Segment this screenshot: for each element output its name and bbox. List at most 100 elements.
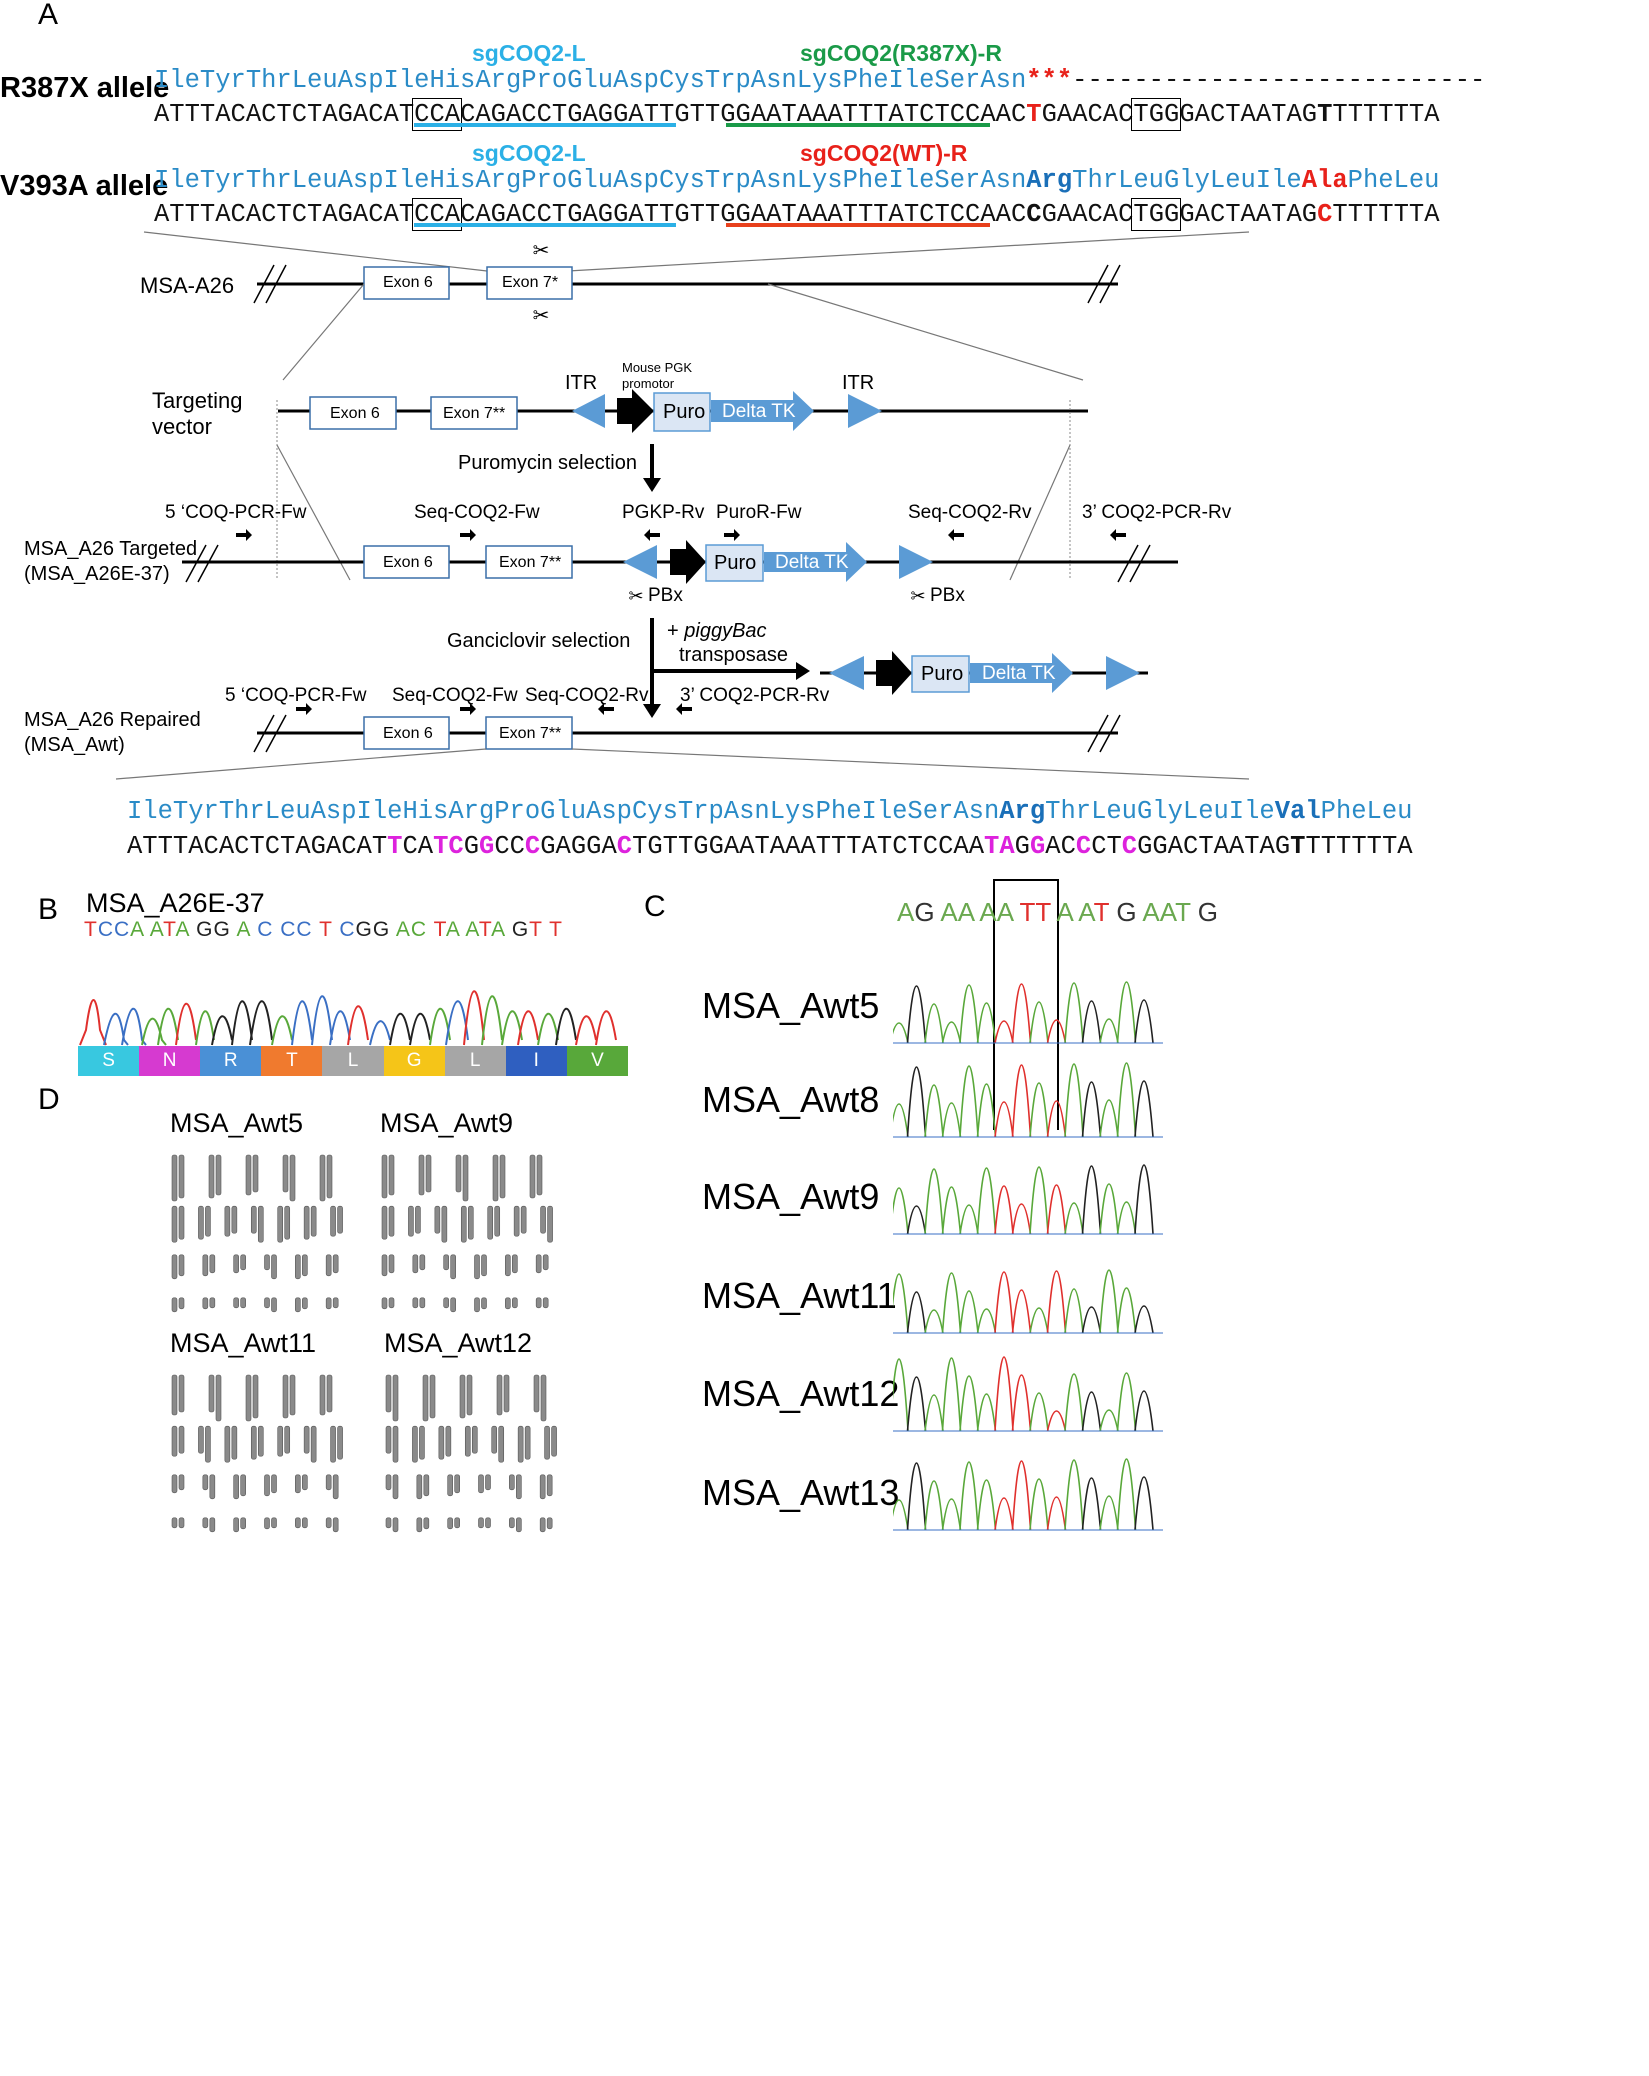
chromosome bbox=[551, 1425, 557, 1457]
chromosome bbox=[381, 1205, 388, 1240]
repaired-fw5-label: 5 ‘COQ-PCR-Fw bbox=[225, 685, 367, 706]
chromosome bbox=[264, 1254, 270, 1271]
v393a-nt-c: C bbox=[1026, 200, 1042, 229]
panel-c-trace-peak bbox=[941, 1357, 962, 1432]
chromosome bbox=[412, 1297, 419, 1309]
r387x-guide-left: sgCOQ2-L bbox=[472, 40, 586, 66]
chromosome bbox=[326, 1374, 333, 1413]
panel-c-trace-peak bbox=[1064, 982, 1084, 1044]
r387x-nt-5: TTTTTTA bbox=[1332, 100, 1440, 129]
chromosome bbox=[252, 1154, 259, 1193]
repaired-rv3-label: 3’ COQ2-PCR-Rv bbox=[680, 685, 830, 706]
karyotype-label: MSA_Awt11 bbox=[170, 1328, 317, 1358]
panel-c-trace-peak bbox=[1116, 981, 1137, 1044]
v393a-guide-left: sgCOQ2-L bbox=[472, 140, 586, 166]
break-mark bbox=[185, 544, 207, 583]
primer-fw-arrow bbox=[460, 703, 476, 715]
break-mark bbox=[1129, 544, 1151, 583]
chromosome bbox=[171, 1474, 178, 1494]
panel-c-trace-peak bbox=[1116, 1062, 1137, 1138]
chromosome bbox=[277, 1425, 284, 1457]
chromosome bbox=[209, 1254, 216, 1274]
pgk-promoter-arrow bbox=[617, 389, 654, 433]
panel-c-trace-peak bbox=[906, 1291, 927, 1334]
chromosome bbox=[215, 1154, 222, 1196]
chromosome bbox=[416, 1474, 423, 1500]
panel-c-trace bbox=[893, 1356, 1163, 1432]
chromosome bbox=[240, 1254, 246, 1271]
panel-c-trace-peak bbox=[924, 1003, 944, 1044]
chromosome bbox=[284, 1205, 291, 1240]
chromosome bbox=[412, 1254, 419, 1274]
panel-c-trace-peak bbox=[959, 1290, 979, 1334]
tv-exon6-label: Exon 6 bbox=[330, 405, 380, 422]
chromosome bbox=[460, 1205, 467, 1243]
chromosome bbox=[271, 1517, 277, 1529]
v393a-aa-2: ThrLeuGlyLeuIle bbox=[1072, 166, 1302, 195]
panel-c-trace-peak bbox=[893, 1499, 909, 1531]
chromosome bbox=[388, 1254, 395, 1274]
chromosome bbox=[474, 1254, 480, 1280]
targeting-vector-label-1: Targeting bbox=[152, 388, 243, 413]
zoom-line bbox=[767, 283, 1084, 381]
karyotype-label: MSA_Awt12 bbox=[384, 1328, 533, 1358]
primer-rv-arrow bbox=[676, 703, 692, 715]
panel-c-trace-peak bbox=[1029, 1307, 1049, 1334]
panel-c-trace-peak bbox=[1046, 1100, 1067, 1138]
chromosome bbox=[282, 1154, 289, 1193]
chromosome bbox=[388, 1205, 395, 1237]
chromosome bbox=[231, 1205, 238, 1234]
panel-c-trace-peak bbox=[1011, 1460, 1032, 1531]
chromosome bbox=[337, 1205, 343, 1234]
primer-puror-fw-label: PuroR-Fw bbox=[716, 502, 802, 523]
r387x-aa-sequence: IleTyrThrLeuAspIleHisArgProGluAspCysTrpA… bbox=[154, 66, 1485, 95]
tv-exon7-box bbox=[430, 396, 518, 430]
chromosome bbox=[471, 1425, 478, 1454]
chromosome bbox=[330, 1425, 336, 1463]
r387x-nt-3: GAACAC bbox=[1041, 100, 1134, 129]
chromosome bbox=[337, 1425, 343, 1460]
panel-b-base: T bbox=[163, 918, 176, 941]
zoom-line bbox=[143, 231, 488, 272]
chromosome bbox=[533, 1374, 540, 1413]
repaired-nt-segment: C bbox=[616, 832, 633, 861]
chromosome bbox=[454, 1517, 460, 1529]
repaired-exon7-label: Exon 7** bbox=[499, 725, 562, 742]
panel-c-trace-peak bbox=[924, 1168, 944, 1235]
panel-b-base: G bbox=[511, 918, 530, 941]
pbx-left-label: PBx bbox=[648, 585, 683, 606]
repaired-nt-segment: GGACTAATAG bbox=[1137, 832, 1291, 861]
panel-b-base: G bbox=[372, 918, 391, 941]
chromosome bbox=[381, 1254, 388, 1277]
panel-b-title: MSA_A26E-37 bbox=[86, 888, 265, 918]
v393a-guide-right: sgCOQ2(WT)-R bbox=[800, 140, 968, 166]
r387x-stop: *** bbox=[1026, 66, 1073, 95]
chromosome bbox=[509, 1474, 515, 1491]
chromosome bbox=[445, 1425, 452, 1457]
panel-c-label: C bbox=[644, 890, 666, 923]
chromosome bbox=[481, 1254, 487, 1277]
itr-right-arrow bbox=[899, 545, 933, 579]
repaired-nt-segment: TA bbox=[984, 832, 1015, 861]
chromosome bbox=[478, 1474, 484, 1494]
panel-b-label: B bbox=[38, 893, 59, 926]
panel-c-sample-label: MSA_Awt9 bbox=[702, 1176, 880, 1217]
chromosome bbox=[447, 1474, 453, 1497]
chromosome bbox=[171, 1154, 178, 1202]
exon6-label: Exon 6 bbox=[383, 274, 433, 291]
panel-c-trace-peak bbox=[906, 1205, 927, 1235]
chromosome bbox=[326, 1154, 333, 1199]
panel-c-trace-peak bbox=[941, 1021, 962, 1044]
chromosome bbox=[474, 1297, 480, 1313]
targeted-exon7-box bbox=[485, 545, 573, 579]
panel-b-base: A bbox=[236, 918, 251, 941]
chromosome bbox=[492, 1154, 499, 1202]
v393a-nt-3: GAACAC bbox=[1041, 200, 1134, 229]
chromosome bbox=[332, 1517, 339, 1533]
panel-c-trace-peak bbox=[1134, 1164, 1154, 1235]
ganciclovir-arrowhead bbox=[643, 704, 661, 718]
exon7-box bbox=[486, 266, 573, 300]
chromosome bbox=[425, 1154, 432, 1193]
r387x-dashes: --------------------------- bbox=[1072, 66, 1486, 95]
panel-c-trace-peak bbox=[1116, 1201, 1137, 1235]
